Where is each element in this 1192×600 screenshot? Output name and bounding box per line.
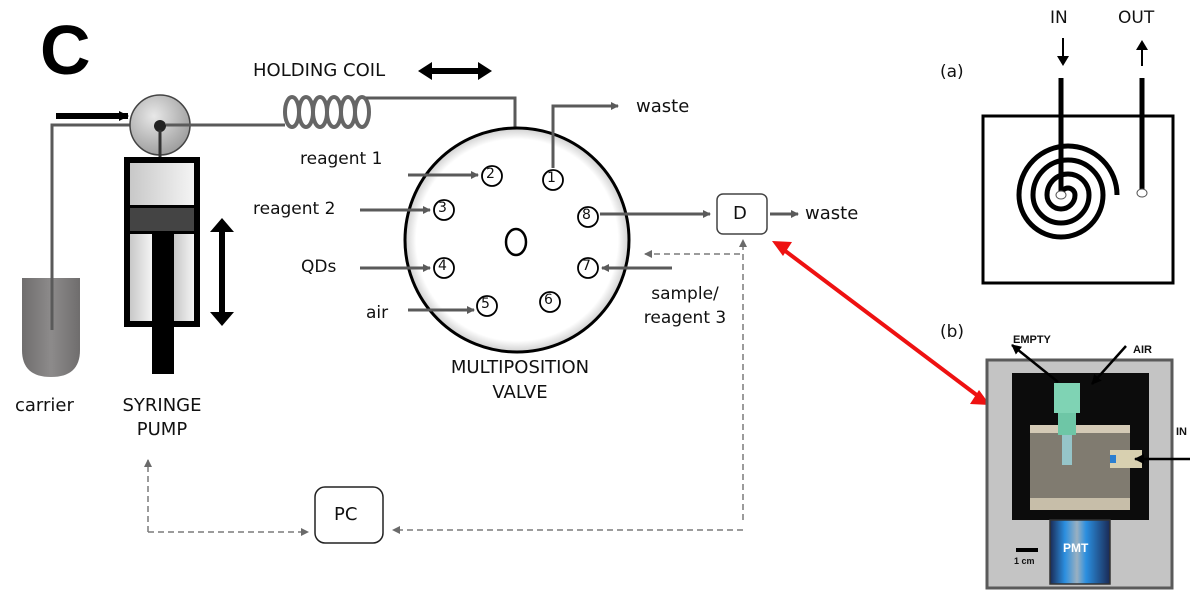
syringe-plunger-rod [152,234,174,374]
panel-a-out-label: OUT [1118,8,1155,28]
panel-a-in-label: IN [1050,8,1068,28]
carrier-reservoir [22,125,80,377]
green-fitting [1054,383,1080,413]
valve-port-6 [539,291,561,313]
carrier-to-pump-line [50,123,160,127]
carrier-label: carrier [15,395,74,416]
pc-label: PC [334,504,358,525]
valve-port-2 [481,165,503,187]
panel-b-air-label: AIR [1133,344,1152,356]
port-2-number: 2 [486,166,495,182]
valve-label-line1: MULTIPOSITION [450,357,590,378]
detector-box [716,193,768,235]
pc-box [314,486,384,544]
reagent2-label: reagent 2 [253,199,336,219]
detector-waste-label: waste [805,203,859,224]
sample-label-line2: reagent 3 [643,308,727,328]
port-7-number: 7 [582,258,591,274]
scale-bar-label: 1 cm [1014,556,1035,566]
pump-label-line1: SYRINGE [122,395,202,416]
panel-a-label: (a) [940,62,964,82]
coil-bidirectional-arrow [418,62,492,80]
panel-b-in-label: IN [1176,426,1187,438]
pmt [1049,519,1111,585]
valve-port-3 [433,199,455,221]
pulley-hub [154,120,166,132]
port-3-number: 3 [438,200,447,216]
panel-a-spiral-cell [981,38,1175,285]
syringe-pump [124,94,234,374]
valve-label-line2: VALVE [492,382,548,403]
syringe-barrel [130,163,194,205]
panel-b-label: (b) [940,322,965,342]
port-5-number: 5 [481,296,490,312]
pmt-label: PMT [1063,541,1089,555]
syringe-plunger-head [130,208,194,231]
air-arrow [1091,345,1127,385]
port1-waste-line [551,102,619,168]
port-1-number: 1 [547,170,556,186]
waste-top-label: waste [636,96,690,117]
port-8-number: 8 [582,207,591,223]
valve-central-port [504,227,528,257]
reagent1-label: reagent 1 [300,149,383,169]
holding-coil-label: HOLDING COIL [253,60,386,81]
valve-port-1 [542,169,564,191]
sample-label-line1: sample/ [651,284,719,304]
detector-label: D [733,203,747,224]
panel-label: C [40,11,91,89]
control-signal-lines [144,239,747,536]
panel-b-detector-cell [985,344,1190,590]
detector-cell-link-arrow [772,241,990,405]
air-label: air [366,303,389,323]
scale-bar [1016,548,1038,552]
multiposition-valve [403,126,631,354]
valve-port-5 [476,295,498,317]
empty-arrow [1011,344,1059,383]
port-6-number: 6 [544,292,553,308]
pump-label-line2: PUMP [136,419,188,440]
valve-port-7 [577,257,599,279]
qds-label: QDs [301,257,337,277]
port-4-number: 4 [438,258,447,274]
valve-port-4 [433,257,455,279]
valve-port-8 [577,206,599,228]
panel-b-empty-label: EMPTY [1013,334,1051,346]
holding-coil [283,95,371,129]
